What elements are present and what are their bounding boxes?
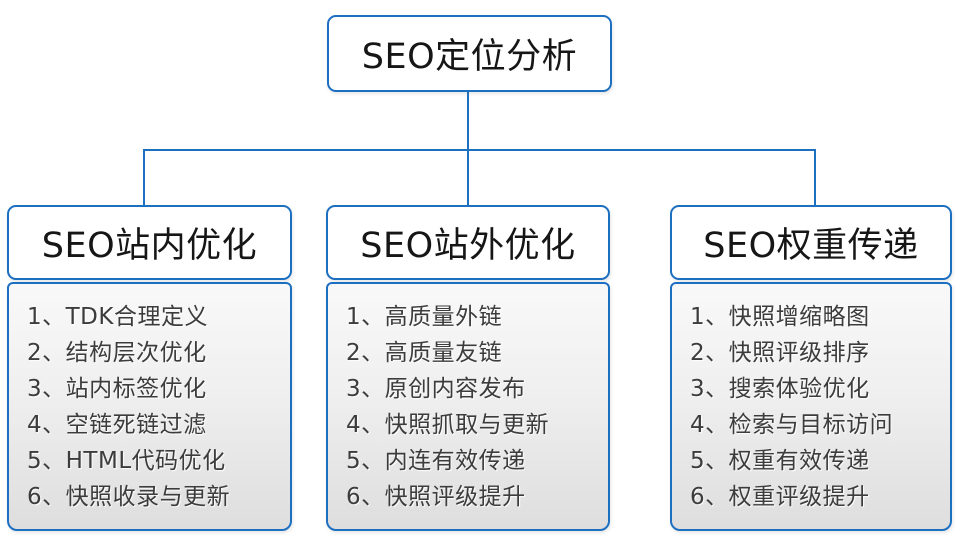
list-item: 1、高质量外链 — [346, 304, 503, 330]
list-item: 6、权重评级提升 — [690, 484, 870, 510]
column-onsite: SEO站内优化 1、TDK合理定义 2、结构层次优化 3、站内标签优化 4、空链… — [7, 205, 292, 531]
column-offsite-panel: 1、高质量外链 2、高质量友链 3、原创内容发布 4、快照抓取与更新 5、内连有… — [326, 282, 610, 531]
list-item: 5、权重有效传递 — [690, 448, 870, 474]
column-onsite-header: SEO站内优化 — [7, 205, 292, 280]
column-weight-title: SEO权重传递 — [703, 226, 919, 266]
connector-drop-left — [143, 149, 145, 206]
list-item: 4、空链死链过滤 — [27, 412, 207, 438]
list-item: 2、高质量友链 — [346, 340, 503, 366]
connector-root-to-center — [467, 91, 469, 206]
connector-horizontal — [143, 149, 816, 151]
column-weight-header: SEO权重传递 — [670, 205, 952, 280]
column-weight: SEO权重传递 1、快照增缩略图 2、快照评级排序 3、搜索体验优化 4、检索与… — [670, 205, 952, 531]
root-node: SEO定位分析 — [327, 15, 612, 92]
column-onsite-panel: 1、TDK合理定义 2、结构层次优化 3、站内标签优化 4、空链死链过滤 5、H… — [7, 282, 292, 531]
list-item: 4、检索与目标访问 — [690, 412, 894, 438]
column-offsite-title: SEO站外优化 — [360, 226, 576, 266]
list-item: 3、原创内容发布 — [346, 376, 526, 402]
connector-drop-right — [814, 149, 816, 206]
root-title: SEO定位分析 — [361, 37, 578, 77]
list-item: 5、内连有效传递 — [346, 448, 526, 474]
list-item: 5、HTML代码优化 — [27, 448, 226, 474]
list-item: 2、快照评级排序 — [690, 340, 870, 366]
list-item: 6、快照收录与更新 — [27, 484, 231, 510]
list-item: 4、快照抓取与更新 — [346, 412, 550, 438]
list-item: 6、快照评级提升 — [346, 484, 526, 510]
list-item: 1、TDK合理定义 — [27, 304, 208, 330]
list-item: 1、快照增缩略图 — [690, 304, 870, 330]
list-item: 3、站内标签优化 — [27, 376, 207, 402]
column-onsite-title: SEO站内优化 — [41, 226, 258, 266]
list-item: 2、结构层次优化 — [27, 340, 207, 366]
list-item: 3、搜索体验优化 — [690, 376, 870, 402]
column-offsite-header: SEO站外优化 — [326, 205, 610, 280]
column-offsite: SEO站外优化 1、高质量外链 2、高质量友链 3、原创内容发布 4、快照抓取与… — [326, 205, 610, 531]
column-weight-panel: 1、快照增缩略图 2、快照评级排序 3、搜索体验优化 4、检索与目标访问 5、权… — [670, 282, 952, 531]
